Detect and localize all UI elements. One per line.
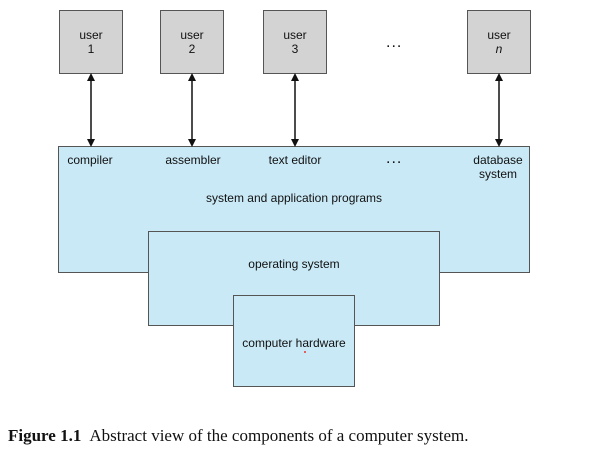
user-3-word: user — [283, 28, 307, 42]
user-n-number: n — [495, 42, 503, 56]
user-2-word: user — [180, 28, 204, 42]
text-editor-label: text editor — [268, 153, 322, 167]
computer-hardware-layer — [233, 295, 355, 387]
figure-number: Figure 1.1 — [8, 426, 82, 445]
figure-caption: Figure 1.1 Abstract view of the component… — [8, 426, 468, 446]
operating-system-label: operating system — [248, 257, 340, 271]
user-1-number: 1 — [87, 42, 95, 56]
computer-hardware-label: computer hardware — [242, 336, 346, 350]
database-label-line1: database — [473, 153, 523, 167]
user-2-number: 2 — [188, 42, 196, 56]
user-3-number: 3 — [291, 42, 299, 56]
programs-ellipsis: ... — [386, 150, 403, 167]
user-1-word: user — [79, 28, 103, 42]
compiler-label: compiler — [67, 153, 113, 167]
user-n-word: user — [487, 28, 511, 42]
users-ellipsis: ... — [386, 34, 403, 51]
user-1-box: user 1 — [59, 10, 123, 74]
system-programs-label: system and application programs — [205, 191, 383, 205]
figure-caption-text: Abstract view of the components of a com… — [89, 426, 469, 445]
red-dot-mark — [304, 351, 306, 353]
assembler-label: assembler — [165, 153, 221, 167]
database-label-line2: system — [478, 167, 517, 181]
